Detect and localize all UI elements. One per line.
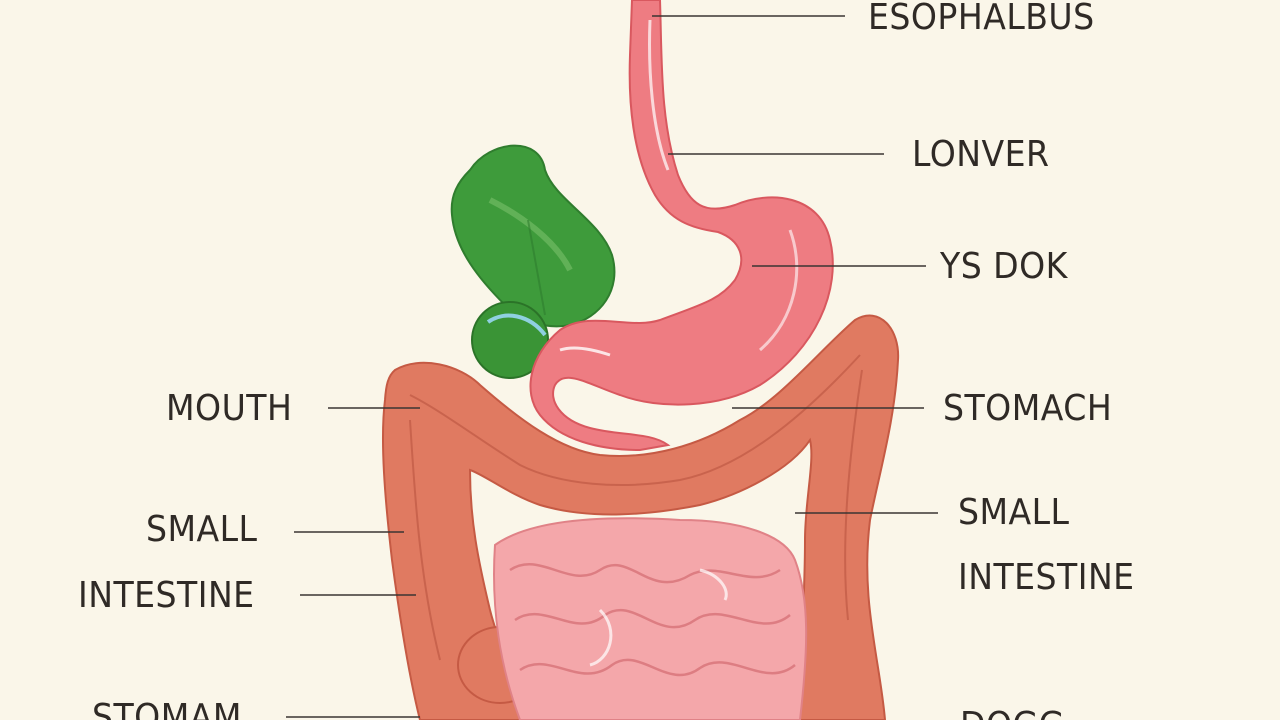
label-small-right: SMALL	[958, 492, 1070, 533]
label-ys-dok: YS DOK	[940, 246, 1068, 287]
small-intestine-shape	[493, 517, 808, 720]
esophagus-stomach-shape	[529, 0, 834, 452]
label-stomach: STOMACH	[943, 388, 1113, 429]
label-stomam: STOMAM	[92, 697, 242, 720]
label-small-left: SMALL	[146, 509, 258, 550]
leader-lines	[286, 15, 938, 718]
label-esophalbus: ESOPHALBUS	[868, 0, 1095, 38]
colon-shape	[381, 314, 900, 720]
gallbladder-shape	[471, 301, 549, 379]
label-intestine-right: INTESTINE	[958, 557, 1135, 598]
label-intestine-left: INTESTINE	[78, 575, 255, 616]
liver-shape	[450, 144, 616, 328]
label-lonver: LONVER	[912, 134, 1050, 175]
label-mouth: MOUTH	[166, 388, 293, 429]
label-bottom-right-partial: DOGG	[960, 708, 1065, 720]
